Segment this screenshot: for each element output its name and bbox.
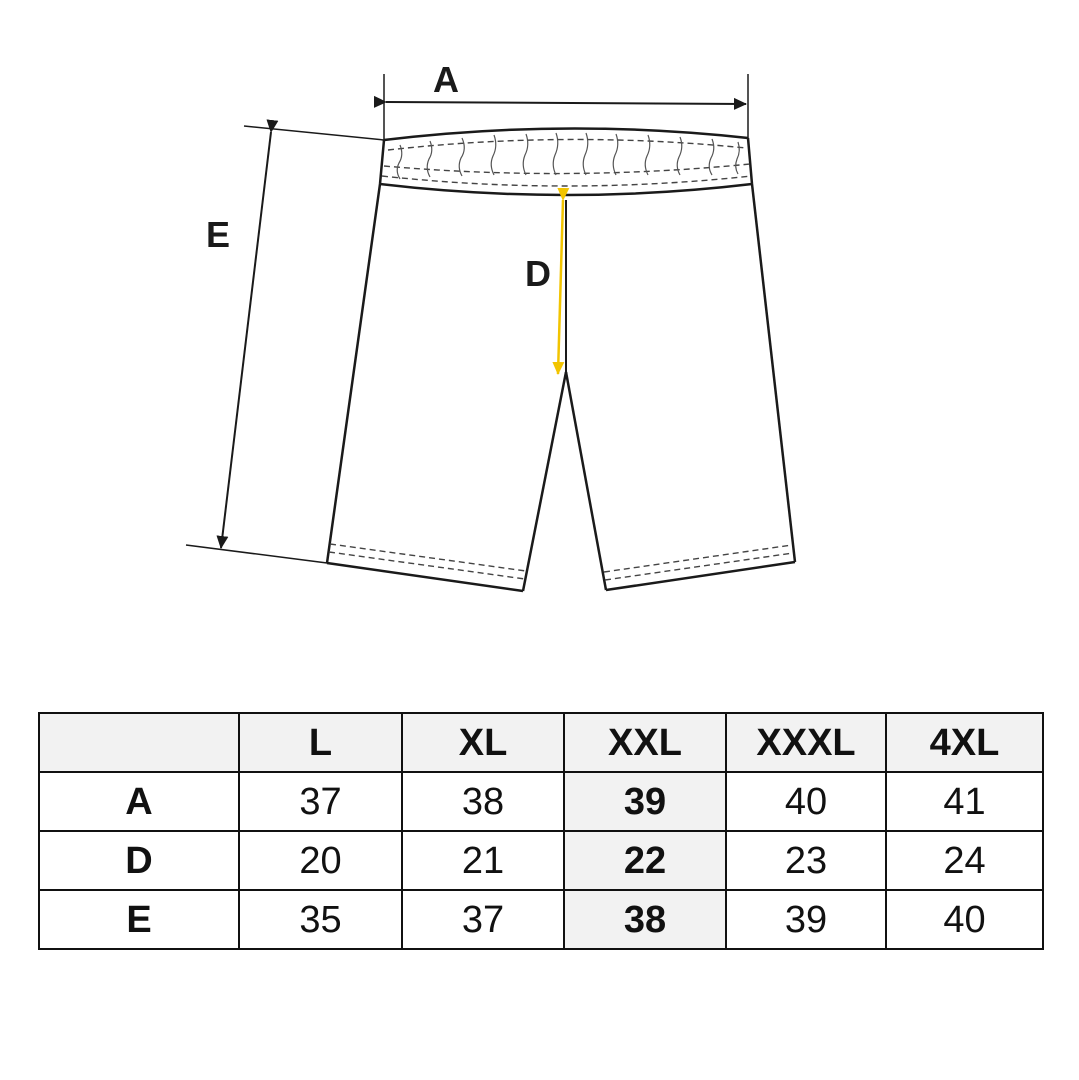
hem-stitching [328, 543, 794, 581]
dimension-e-label: E [206, 214, 230, 255]
waistband-gathers [396, 132, 740, 180]
table-row: A 37 38 39 40 41 [38, 771, 1044, 832]
cell-e-xxl: 38 [563, 889, 727, 950]
dimension-a-label: A [433, 59, 459, 100]
row-label-a: A [38, 771, 240, 832]
header-size-xxl: XXL [563, 712, 727, 773]
cell-e-xl: 37 [401, 889, 565, 950]
dimension-d: D [525, 187, 570, 375]
dimension-d-arrow [552, 187, 570, 375]
size-chart-table: L XL XXL XXXL 4XL A 37 38 39 40 41 D 20 … [38, 712, 1044, 950]
cell-a-xxxl: 40 [725, 771, 887, 832]
cell-e-xxxl: 39 [725, 889, 887, 950]
cell-e-l: 35 [238, 889, 403, 950]
table-row: D 20 21 22 23 24 [38, 830, 1044, 891]
cell-d-4xl: 24 [885, 830, 1044, 891]
left-leg-outer-seam [325, 183, 382, 564]
waistband-right-edge [746, 137, 754, 185]
shorts-outline [325, 127, 797, 593]
right-leg-inner-seam [564, 371, 608, 591]
shorts-measurement-diagram: A E D [185, 59, 797, 593]
table-row: E 35 37 38 39 40 [38, 889, 1044, 950]
right-leg-hem [605, 560, 796, 592]
cell-a-xxl: 39 [563, 771, 727, 832]
row-label-d: D [38, 830, 240, 891]
header-size-xxxl: XXXL [725, 712, 887, 773]
waistband-stitching [381, 138, 752, 187]
cell-a-l: 37 [238, 771, 403, 832]
header-size-4xl: 4XL [885, 712, 1044, 773]
row-label-e: E [38, 889, 240, 950]
cell-d-xxl: 22 [563, 830, 727, 891]
dimension-d-label: D [525, 253, 551, 294]
dimension-a-arrow [373, 95, 747, 110]
cell-a-xl: 38 [401, 771, 565, 832]
header-size-l: L [238, 712, 403, 773]
waistband-top-edge [383, 127, 749, 142]
header-corner-cell [38, 712, 240, 773]
cell-a-4xl: 41 [885, 771, 1044, 832]
header-size-xl: XL [401, 712, 565, 773]
cell-e-4xl: 40 [885, 889, 1044, 950]
left-leg-hem [326, 561, 524, 593]
dimension-e: E [185, 119, 385, 564]
cell-d-l: 20 [238, 830, 403, 891]
waistband-left-edge [378, 139, 386, 185]
left-leg-inner-seam [521, 371, 568, 592]
cell-d-xxxl: 23 [725, 830, 887, 891]
right-leg-outer-seam [750, 183, 797, 563]
dimension-a: A [373, 59, 749, 140]
size-header-row: L XL XXL XXXL 4XL [38, 712, 1044, 773]
dimension-e-arrow [216, 119, 279, 549]
cell-d-xl: 21 [401, 830, 565, 891]
